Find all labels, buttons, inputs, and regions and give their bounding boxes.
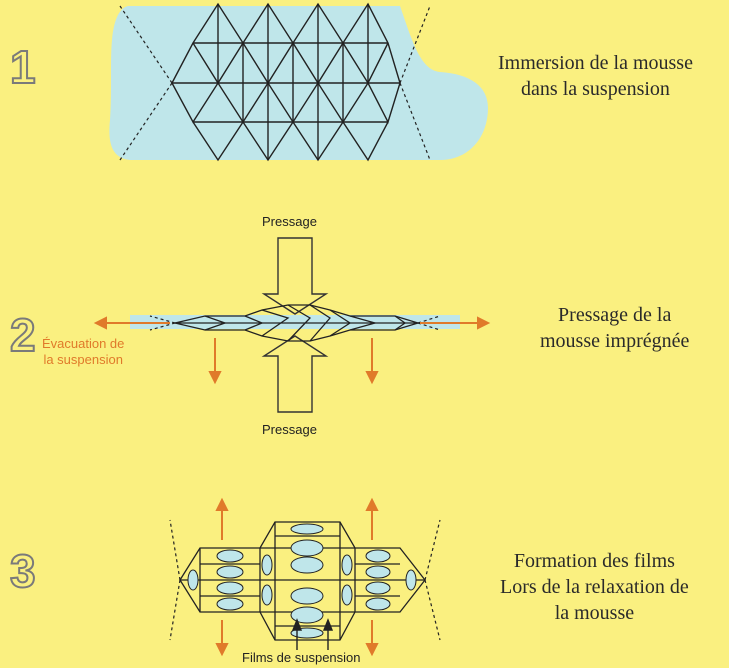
compressed-foam	[174, 304, 421, 342]
dashed-cell-edges-step1	[119, 5, 431, 161]
caption-line: la mousse	[554, 602, 635, 624]
caption-line: Formation des films	[513, 550, 675, 572]
caption-line: Lors de la relaxation de	[500, 576, 689, 598]
step-number-2: 2	[9, 309, 37, 361]
label-pressage-bottom: Pressage	[262, 422, 317, 437]
caption-line: Immersion de la mousse	[498, 52, 693, 74]
dashed-edges-step2	[149, 315, 441, 331]
caption-step-3: Formation des films Lors de la relaxatio…	[500, 548, 689, 626]
caption-line: dans la suspension	[521, 78, 670, 100]
step-number-1: 1	[9, 41, 37, 93]
relaxation-arrows	[215, 497, 379, 657]
press-arrow-bottom	[261, 335, 329, 413]
step-number-3: 3	[9, 545, 37, 597]
suspension-films	[187, 523, 417, 639]
label-pressage-top: Pressage	[262, 214, 317, 229]
label-evacuation: Évacuation de la suspension	[42, 336, 124, 368]
caption-step-2: Pressage de la mousse imprégnée	[540, 302, 689, 354]
caption-step-1: Immersion de la mousse dans la suspensio…	[498, 50, 693, 102]
dashed-edges-step3	[169, 519, 441, 641]
label-films: Films de suspension	[242, 650, 361, 665]
evacuation-arrows	[93, 316, 491, 385]
caption-line: mousse imprégnée	[540, 330, 690, 352]
caption-line: Pressage de la	[558, 304, 672, 326]
foam-cells-step1	[171, 2, 401, 162]
evacuation-line: la suspension	[43, 352, 123, 367]
relaxed-foam	[179, 521, 426, 641]
press-arrow-top	[261, 237, 329, 315]
evacuation-line: Évacuation de	[42, 336, 125, 351]
film-pointer-arrows	[291, 618, 334, 650]
